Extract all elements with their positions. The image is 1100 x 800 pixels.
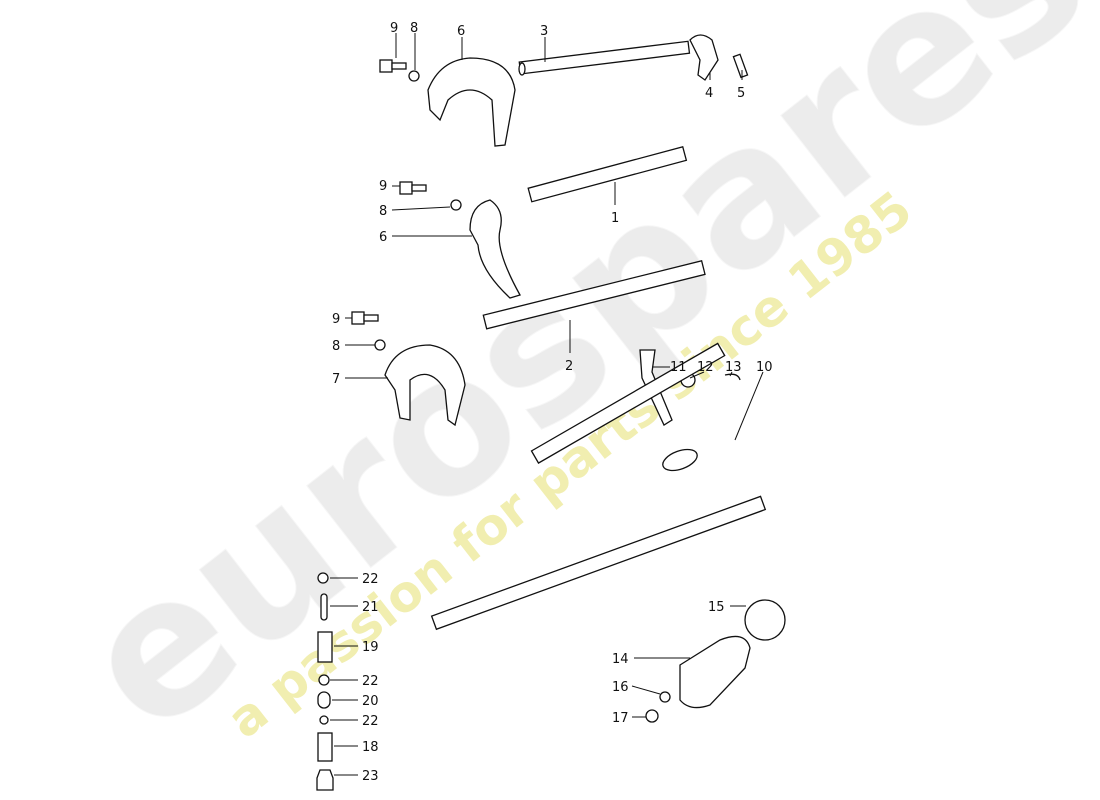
part-nut-17 [645, 709, 659, 723]
part-washer-8-mid [450, 199, 462, 211]
part-bolt-9-top [379, 59, 407, 73]
callout-8: 8 [379, 204, 387, 219]
callout-14: 14 [612, 652, 629, 667]
part-washer-8-low [374, 339, 386, 351]
callout-8: 8 [332, 339, 340, 354]
callout-6: 6 [379, 230, 387, 245]
part-selector-rod-1 [527, 146, 688, 203]
callout-9: 9 [390, 21, 398, 36]
part-selector-rod-2 [482, 259, 706, 330]
watermark-brand: eurospares [42, 0, 1100, 775]
part-ball-22-a [317, 572, 329, 584]
part-bolt-9-mid [399, 181, 427, 195]
part-washer-8-top [408, 70, 420, 82]
part-bolt-9-low [351, 311, 379, 325]
part-shift-fork-6-top [427, 57, 516, 147]
callout-11: 11 [670, 360, 687, 375]
part-spring-19 [317, 631, 333, 663]
callout-22: 22 [362, 714, 379, 729]
part-pin-21 [320, 593, 328, 621]
part-shift-fork-7 [384, 344, 466, 427]
part-plug-23 [316, 769, 334, 791]
callout-2: 2 [565, 359, 573, 374]
part-shift-rod-10 [430, 342, 767, 631]
callout-19: 19 [362, 640, 379, 655]
callout-21: 21 [362, 600, 379, 615]
callout-6: 6 [457, 24, 465, 39]
callout-3: 3 [540, 24, 548, 39]
callout-1: 1 [611, 211, 619, 226]
callout-9: 9 [332, 312, 340, 327]
callout-23: 23 [362, 769, 379, 784]
callout-15: 15 [708, 600, 725, 615]
part-ball-22-b [318, 674, 330, 686]
part-spring-18 [317, 732, 333, 762]
callout-5: 5 [737, 86, 745, 101]
part-lever-4 [689, 34, 719, 81]
callout-22: 22 [362, 674, 379, 689]
callout-16: 16 [612, 680, 629, 695]
callout-4: 4 [705, 86, 713, 101]
callout-9: 9 [379, 179, 387, 194]
callout-labels: 9 8 6 3 4 5 9 8 6 1 9 8 7 2 11 12 13 10 … [332, 21, 773, 784]
callout-20: 20 [362, 694, 379, 709]
part-ball-22-c [319, 715, 329, 725]
part-o-ring-15 [744, 599, 786, 641]
callout-8: 8 [410, 21, 418, 36]
callout-22: 22 [362, 572, 379, 587]
leader-lines [330, 33, 764, 776]
part-pin-5 [732, 53, 749, 79]
part-guide-14 [679, 635, 751, 709]
callout-18: 18 [362, 740, 379, 755]
part-selector-rod-3 [518, 40, 691, 76]
part-washer-16 [659, 691, 671, 703]
part-shift-fork-6-mid [469, 199, 521, 299]
callout-13: 13 [725, 360, 742, 375]
part-clip-13 [724, 373, 741, 381]
callout-12: 12 [697, 360, 714, 375]
watermark: eurospares a passion for parts since 198… [41, 0, 1100, 776]
callout-10: 10 [756, 360, 773, 375]
part-plunger-20 [317, 691, 331, 709]
callout-17: 17 [612, 711, 629, 726]
callout-7: 7 [332, 372, 340, 387]
